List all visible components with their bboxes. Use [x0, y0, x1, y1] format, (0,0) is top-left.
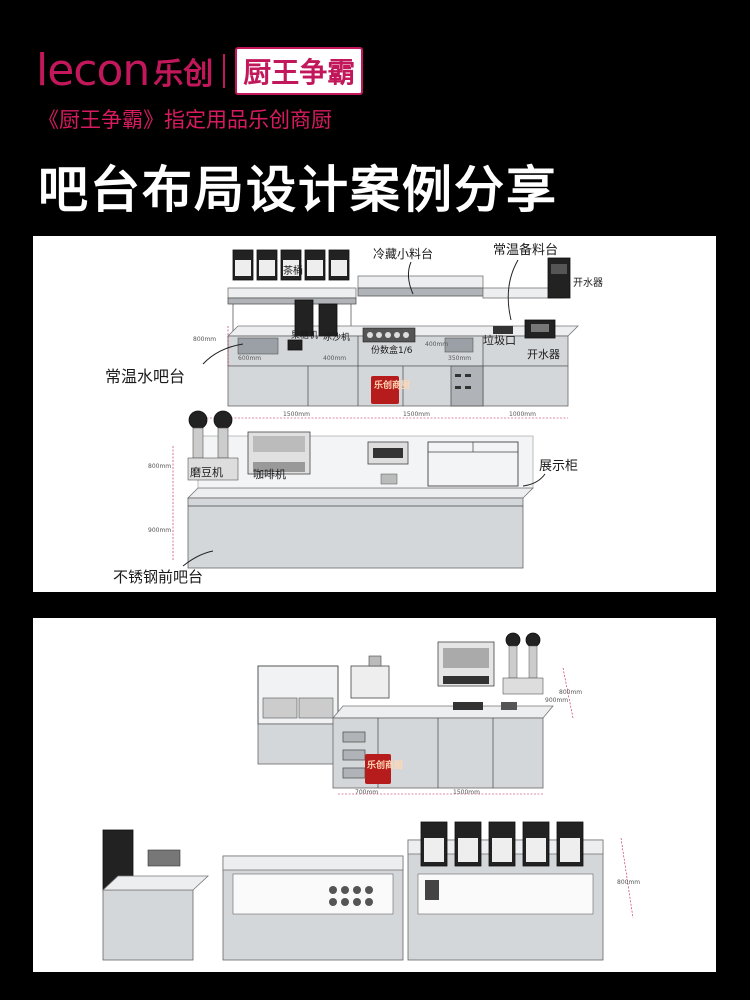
front-counter-rear: 乐创商厨 — [257, 632, 554, 789]
dim-800-front: 800mm — [148, 463, 171, 470]
dim2-800b: 800mm — [617, 879, 640, 886]
dim-400b: 400mm — [425, 341, 448, 348]
brand-stamp-2: 乐创商厨 — [365, 754, 403, 784]
label-fructose: 果糖机 — [291, 329, 318, 341]
label-room-temp-prep: 常温备料台 — [493, 242, 558, 258]
header: lecon 乐创 厨王争霸 《厨王争霸》指定用品乐创商厨 吧台布局设计案例分享 — [0, 0, 750, 230]
dim-900: 900mm — [148, 527, 171, 534]
dim-1500b: 1500mm — [403, 411, 430, 418]
label-trash: 垃圾口 — [483, 333, 516, 347]
label-front-bar: 不锈钢前吧台 — [113, 568, 203, 586]
bar-layout-illustration-1: 800mm 600mm 400mm 400mm 350mm 冷藏小料台 常温备料… — [105, 242, 603, 586]
dim-1000: 1000mm — [509, 411, 536, 418]
dim-600: 600mm — [238, 355, 261, 362]
label-cold-station: 冷藏小料台 — [373, 246, 433, 261]
brand-stamp: 乐创商厨 — [371, 376, 410, 404]
svg-text:乐创商厨: 乐创商厨 — [367, 759, 403, 771]
subtitle: 《厨王争霸》指定用品乐创商厨 — [38, 108, 332, 132]
label-water-heater-top: 开水器 — [573, 277, 603, 289]
cash-register-icon — [367, 441, 409, 485]
dim2-700: 700mm — [355, 789, 378, 796]
bar-layout-illustration-2: 乐创商厨 700mm 1500mm 800mm 900mm — [101, 632, 640, 961]
tea-bucket-row-icon — [420, 821, 584, 867]
brand-logo: lecon 乐创 厨王争霸 — [36, 45, 364, 96]
logo-divider — [223, 54, 226, 88]
dim-350: 350mm — [448, 355, 471, 362]
brand-badge: 厨王争霸 — [235, 47, 364, 95]
label-coffee: 咖啡机 — [253, 467, 286, 481]
dim-400a: 400mm — [323, 355, 346, 362]
dim2-1500: 1500mm — [453, 789, 480, 796]
dim2-900: 900mm — [545, 697, 568, 704]
dim-1500a: 1500mm — [283, 411, 310, 418]
back-counter-front — [101, 821, 604, 961]
svg-text:乐创商厨: 乐创商厨 — [374, 379, 410, 391]
label-ice-crusher: 冰沙机 — [323, 331, 350, 343]
grinder-icon — [187, 410, 239, 481]
label-grinder: 磨豆机 — [190, 465, 223, 479]
label-flavor-tray: 份数盒1/6 — [371, 344, 413, 356]
layout-panel-top: 800mm 600mm 400mm 400mm 350mm 冷藏小料台 常温备料… — [33, 236, 716, 592]
coffee-machine-icon — [247, 431, 311, 475]
tea-bucket-icon — [232, 249, 350, 281]
logo-text: lecon — [36, 45, 150, 96]
logo-cn: 乐创 — [153, 57, 214, 92]
dim2-800: 800mm — [559, 689, 582, 696]
label-display: 展示柜 — [539, 459, 578, 474]
display-case-icon — [427, 441, 519, 487]
label-tea-bucket: 茶桶 — [283, 264, 303, 277]
layout-panel-bottom: 乐创商厨 700mm 1500mm 800mm 900mm — [33, 618, 716, 972]
label-water-bar: 常温水吧台 — [105, 367, 185, 386]
front-counter — [187, 410, 534, 569]
label-water-heater: 开水器 — [527, 348, 560, 361]
dim-800-back: 800mm — [193, 336, 216, 343]
page-title: 吧台布局设计案例分享 — [38, 161, 558, 219]
water-heater-top-icon — [547, 257, 571, 299]
